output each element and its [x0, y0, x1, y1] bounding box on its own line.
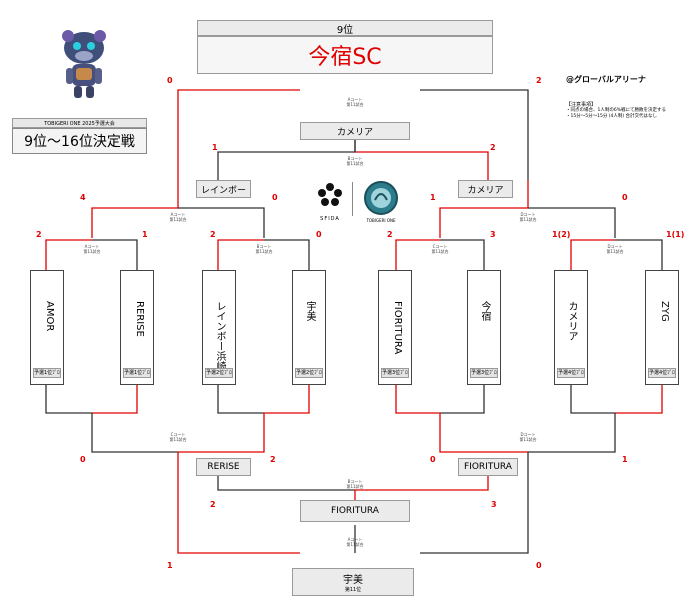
- team-rank: 予選2位ﾌﾞﾛｯｸ4位: [295, 368, 323, 378]
- score: 0: [622, 193, 628, 202]
- r2-lower-left-box: RERISE: [196, 458, 251, 476]
- r2-upper-right-box: カメリア: [458, 180, 513, 198]
- score: 2: [536, 76, 542, 85]
- team-card: ZYG 予選4位ﾌﾞﾛｯｸ4位: [645, 270, 679, 385]
- team-name: RERISE: [134, 301, 145, 337]
- court-label: Bコート第11試合: [346, 479, 364, 489]
- team-name: AMOR: [44, 301, 55, 332]
- ninth-winner-box: 今宿SC: [197, 36, 493, 74]
- score: 1: [167, 561, 173, 570]
- team-card: 宇美 予選2位ﾌﾞﾛｯｸ4位: [292, 270, 326, 385]
- notes-body: ・同点の場合、1人制の6%戦にて勝敗を決定する ・15分～5分～15分 (4人制…: [566, 108, 667, 119]
- team-name: カメリア: [566, 301, 577, 341]
- sfida-logo: SFIDA: [314, 180, 346, 222]
- score: 0: [167, 76, 173, 85]
- score: 3: [491, 500, 497, 509]
- r2-upper-left-box: レインボー: [196, 180, 251, 198]
- score: 2: [387, 230, 393, 239]
- score: 0: [316, 230, 322, 239]
- team-name: FIORITURA: [392, 301, 403, 355]
- team-card: カメリア 予選4位ﾌﾞﾛｯｸ3位: [554, 270, 588, 385]
- court-label: Bコート第11試合: [346, 156, 364, 166]
- score: 1: [430, 193, 436, 202]
- court-label: Aコート第11試合: [169, 212, 187, 222]
- team-card: FIORITURA 予選3位ﾌﾞﾛｯｸ3位: [378, 270, 412, 385]
- event-title: 9位～16位決定戦: [12, 128, 147, 154]
- ninth-winner-name: 今宿SC: [308, 45, 382, 70]
- final-bottom-box: 宇美 第11位: [292, 568, 414, 596]
- mascot-image: [55, 28, 113, 100]
- court-label: Aコート第11試合: [346, 97, 364, 107]
- team-rank: 予選2位ﾌﾞﾛｯｸ3位: [205, 368, 233, 378]
- team-card: RERISE 予選1位ﾌﾞﾛｯｸ4位: [120, 270, 154, 385]
- notes-title: 【注意事項】: [566, 102, 597, 108]
- court-label: Bコート第11試合: [255, 244, 273, 254]
- r3-upper-box: カメリア: [300, 122, 410, 140]
- team-card: 今宿 予選3位ﾌﾞﾛｯｸ4位: [467, 270, 501, 385]
- score: 2: [490, 143, 496, 152]
- venue-label: @グローバルアリーナ: [566, 75, 646, 84]
- logo-divider: [352, 182, 353, 216]
- team-name: 宇美: [304, 301, 315, 321]
- team-rank: 予選1位ﾌﾞﾛｯｸ3位: [33, 368, 61, 378]
- team-rank: 予選4位ﾌﾞﾛｯｸ3位: [557, 368, 585, 378]
- score: 1: [142, 230, 148, 239]
- team-name: ZYG: [659, 301, 670, 322]
- team-rank: 予選4位ﾌﾞﾛｯｸ4位: [648, 368, 676, 378]
- team-rank: 予選3位ﾌﾞﾛｯｸ3位: [381, 368, 409, 378]
- court-label: Aコート第11試合: [83, 244, 101, 254]
- court-label: Cコート第11試合: [169, 432, 187, 442]
- court-label: Dコート第11試合: [519, 212, 537, 222]
- team-card: AMOR 予選1位ﾌﾞﾛｯｸ3位: [30, 270, 64, 385]
- score: 0: [536, 561, 542, 570]
- score: 0: [80, 455, 86, 464]
- score: 1: [622, 455, 628, 464]
- r3-lower-box: FIORITURA: [300, 500, 410, 522]
- team-name: 今宿: [479, 301, 490, 321]
- ninth-header: 9位: [197, 20, 493, 36]
- event-subtitle: TOBIGERI ONE 2025予選大会: [12, 118, 147, 128]
- r2-lower-right-box: FIORITURA: [458, 458, 518, 476]
- badge-text: TOBIGERI ONE: [366, 218, 396, 223]
- score: 3: [490, 230, 496, 239]
- score: 2: [210, 230, 216, 239]
- court-label: Dコート第11試合: [606, 244, 624, 254]
- team-name: レインボー浜崎: [214, 301, 225, 371]
- score: 1(1): [666, 230, 685, 239]
- team-card: レインボー浜崎 予選2位ﾌﾞﾛｯｸ3位: [202, 270, 236, 385]
- court-label: Cコート第11試合: [431, 244, 449, 254]
- team-rank: 予選3位ﾌﾞﾛｯｸ4位: [470, 368, 498, 378]
- score: 1: [212, 143, 218, 152]
- score: 0: [272, 193, 278, 202]
- court-label: Aコート第11試合: [346, 537, 364, 547]
- score: 2: [210, 500, 216, 509]
- team-rank: 予選1位ﾌﾞﾛｯｸ4位: [123, 368, 151, 378]
- score: 2: [36, 230, 42, 239]
- ninth-header-label: 9位: [336, 24, 354, 36]
- tobigeri-badge: TOBIGERI ONE: [362, 180, 400, 223]
- score: 4: [80, 193, 86, 202]
- sfida-text: SFIDA: [320, 216, 340, 222]
- score: 2: [270, 455, 276, 464]
- court-label: Dコート第11試合: [519, 432, 537, 442]
- score: 0: [430, 455, 436, 464]
- score: 1(2): [552, 230, 571, 239]
